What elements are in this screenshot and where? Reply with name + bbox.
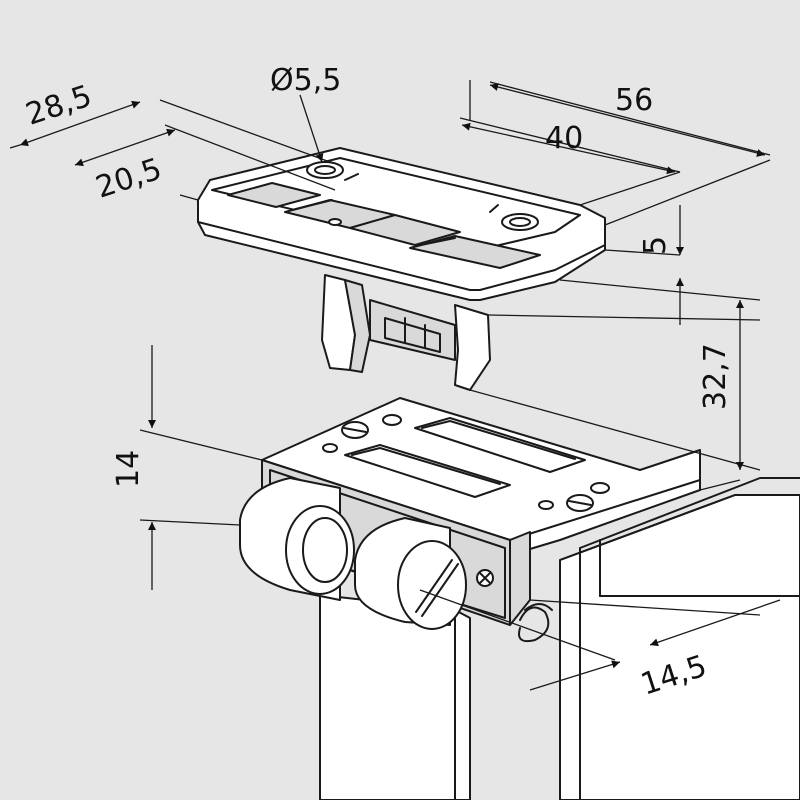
mounting-hole-icon — [501, 213, 539, 231]
plate-hole-2 — [590, 482, 610, 494]
spring-clip — [518, 603, 553, 643]
plate-hole-3 — [322, 443, 338, 453]
plate-slot-front — [344, 444, 511, 498]
pocket-1 — [227, 182, 321, 208]
knob-left — [239, 477, 355, 601]
dimension-lines — [9, 80, 781, 691]
dim-5: 5 — [638, 236, 673, 255]
dim-40: 40 — [545, 121, 583, 156]
cabinet-assembly — [239, 397, 800, 800]
mounting-hole-icon — [306, 161, 344, 179]
screw-icon — [341, 421, 369, 439]
dim-20-5: 20,5 — [92, 152, 166, 206]
dim-14: 14 — [111, 450, 146, 488]
plate-hole-4 — [538, 500, 554, 510]
screw-icon — [566, 494, 594, 512]
pocket-4 — [409, 235, 541, 269]
clip-bracket — [197, 147, 606, 391]
knob-right — [354, 517, 467, 630]
dim-hole-diameter: Ø5,5 — [270, 63, 341, 98]
bracket-leg-right — [454, 304, 491, 391]
dim-56: 56 — [615, 83, 653, 118]
cabinet-panel-edge — [454, 609, 471, 800]
pocket-3 — [349, 214, 461, 246]
dim-32-7: 32,7 — [698, 343, 733, 410]
screw-icon — [476, 569, 494, 587]
plate-slot-rear — [414, 417, 586, 473]
plate-hole-1 — [382, 414, 402, 426]
dim-28-5: 28,5 — [22, 79, 96, 133]
